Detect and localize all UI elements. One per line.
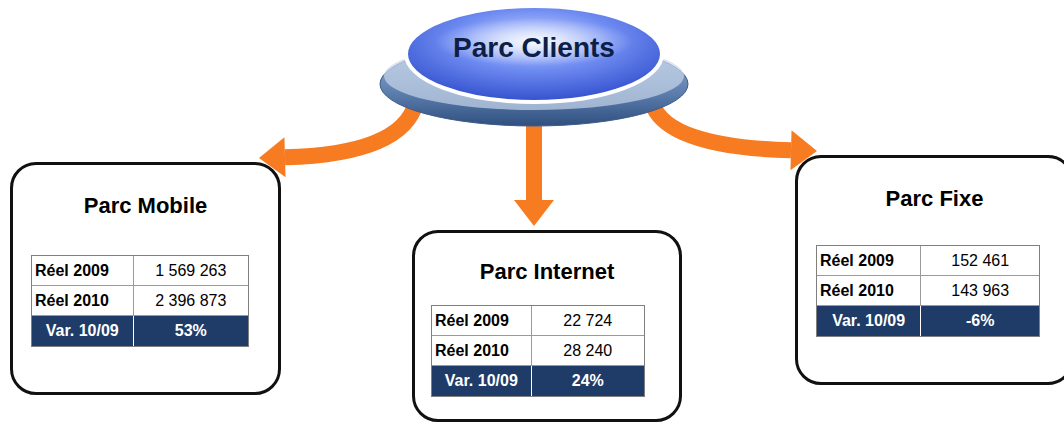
node-title: Parc Clients (378, 32, 690, 64)
row-value: 1 569 263 (134, 256, 248, 286)
row-value: 152 461 (921, 246, 1039, 276)
flow-arrow (652, 103, 817, 171)
flow-arrow (259, 103, 416, 177)
stat-box: Parc FixeRéel 2009152 461Réel 2010143 96… (795, 155, 1064, 385)
row-label: Réel 2010 (32, 286, 134, 316)
row-label: Réel 2009 (32, 256, 134, 286)
arrow-shaft (285, 103, 416, 157)
data-table: Réel 20091 569 263Réel 20102 396 873Var.… (31, 255, 249, 347)
row-value: 2 396 873 (134, 286, 248, 316)
row-label: Var. 10/09 (32, 316, 134, 346)
row-value: -6% (921, 306, 1039, 336)
arrow-shaft (652, 103, 791, 151)
box-title: Parc Fixe (798, 186, 1064, 212)
row-value: 53% (134, 316, 248, 346)
data-table: Réel 2009152 461Réel 2010143 963Var. 10/… (816, 245, 1040, 337)
row-value: 28 240 (532, 336, 644, 366)
stat-box: Parc InternetRéel 200922 724Réel 201028 … (412, 230, 682, 422)
arrow-shaft (526, 126, 542, 200)
box-title: Parc Internet (415, 259, 679, 285)
button-ellipse: Parc Clients (378, 2, 690, 128)
row-label: Var. 10/09 (817, 306, 921, 336)
box-title: Parc Mobile (13, 193, 278, 219)
flow-arrow (514, 126, 554, 226)
row-label: Réel 2010 (432, 336, 532, 366)
row-label: Var. 10/09 (432, 366, 532, 396)
data-table: Réel 200922 724Réel 201028 240Var. 10/09… (431, 305, 645, 397)
row-value: 143 963 (921, 276, 1039, 306)
row-label: Réel 2010 (817, 276, 921, 306)
arrow-head (514, 200, 554, 226)
row-label: Réel 2009 (432, 306, 532, 336)
stat-box: Parc MobileRéel 20091 569 263Réel 20102 … (10, 162, 281, 395)
row-label: Réel 2009 (817, 246, 921, 276)
ellipse-shape (378, 2, 690, 128)
row-value: 22 724 (532, 306, 644, 336)
row-value: 24% (532, 366, 644, 396)
